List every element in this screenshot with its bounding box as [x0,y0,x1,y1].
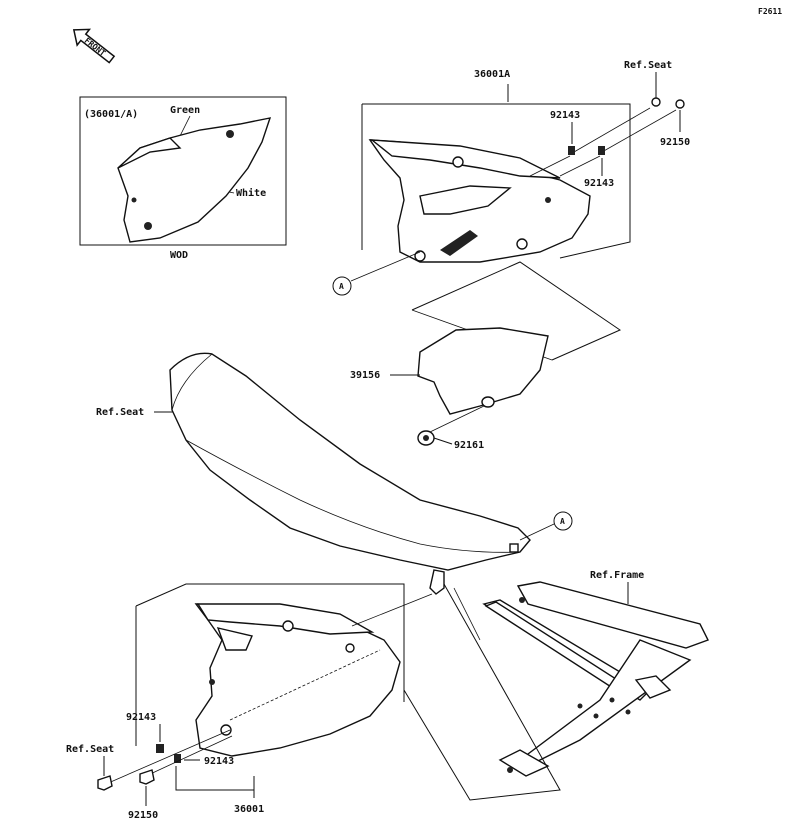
inset-title: (36001/A) [84,109,138,120]
label-92143-b: 92143 [584,178,614,189]
group-bracket-top [362,103,631,259]
pad-39156 [417,327,549,415]
label-ref-frame: Ref.Frame [590,570,644,581]
callout-a-left [332,276,352,296]
label-92143-a: 92143 [550,110,580,121]
callout-a-right [553,511,573,531]
grommet-92143-d [174,754,181,763]
front-label: FRONT [83,36,108,58]
side-cover-36001a [368,139,591,263]
rear-frame [482,581,709,777]
callout-a-right-text: A [560,517,565,526]
inset-color-variant: (36001/A) Green White WOD [79,96,287,261]
grommet-92143-b [598,146,605,155]
side-cover-36001 [194,603,401,757]
label-36001: 36001 [234,804,264,815]
label-ref-seat-bottom: Ref.Seat [66,744,114,755]
label-36001a: 36001A [474,69,510,80]
front-arrow-icon: FRONT [72,28,116,64]
label-ref-seat-mid: Ref.Seat [96,407,144,418]
inset-caption: WOD [170,250,188,261]
label-92150-bottom: 92150 [128,810,158,821]
nut-92161 [417,430,435,446]
frame-plane [403,583,561,801]
label-92143-d: 92143 [204,756,234,767]
label-92161: 92161 [454,440,484,451]
seat [169,352,531,595]
bolt-92150-bottom [139,769,155,785]
bolt-ref-seat-bottom [97,775,113,791]
bolt-92150-top [675,99,685,109]
grommet-92143-c [156,744,164,753]
pad-plane [411,261,622,361]
inset-color-white: White [236,187,266,199]
grommet-92143-a [568,146,575,155]
label-92150-top: 92150 [660,137,690,148]
bolt-ref-seat-top [651,97,661,107]
inset-color-green: Green [170,105,200,116]
callout-a-left-text: A [339,282,344,291]
label-39156: 39156 [350,370,380,381]
figure-code: F2611 [758,7,782,16]
label-ref-seat-top: Ref.Seat [624,60,672,71]
group-bracket-bottom [135,583,405,702]
label-92143-c: 92143 [126,712,156,723]
